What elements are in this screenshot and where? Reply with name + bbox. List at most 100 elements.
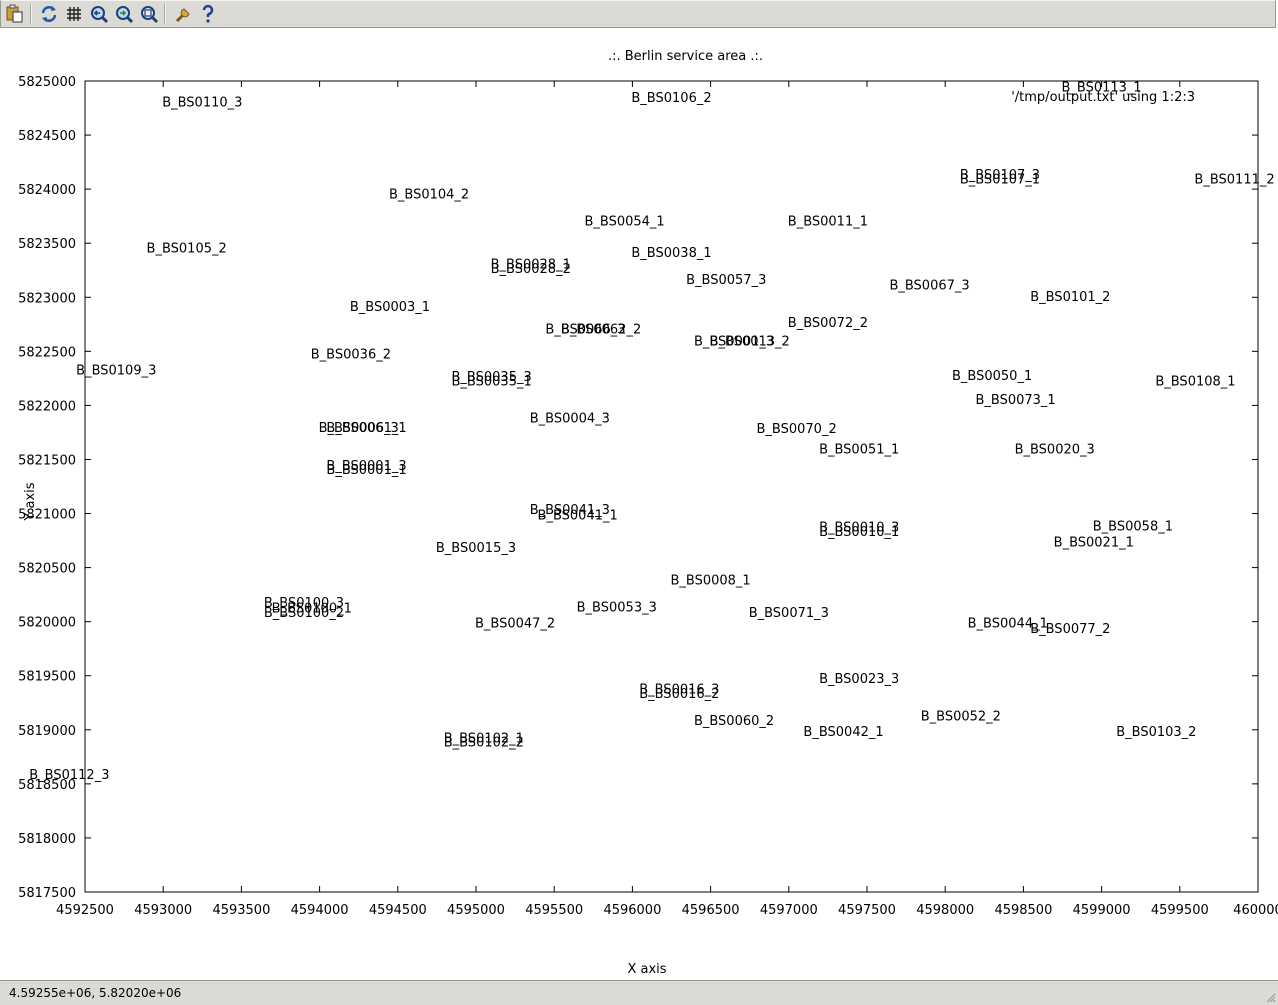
- point-label: B_BS0010_3: [819, 521, 899, 536]
- point-label: B_BS0111_2: [1194, 172, 1274, 187]
- point-label: B_BS0004_3: [530, 411, 610, 426]
- y-tick-label: 5821500: [18, 453, 76, 468]
- point-label: B_BS0041_1: [538, 509, 618, 524]
- zoom-next-button[interactable]: [113, 3, 135, 25]
- point-label: B_BS0035_1: [452, 375, 532, 390]
- help-icon: [202, 4, 214, 23]
- x-tick-label: 4592500: [56, 903, 114, 918]
- y-tick-label: 5824500: [18, 129, 76, 144]
- refresh-icon: [41, 6, 57, 22]
- point-label: B_BS0016_2: [639, 687, 719, 702]
- copy-button[interactable]: [4, 3, 26, 25]
- point-label: B_BS0072_2: [788, 316, 868, 331]
- point-label: B_BS0011_1: [788, 214, 868, 229]
- point-label: B_BS0023_3: [819, 672, 899, 687]
- point-label: B_BS0042_1: [803, 725, 883, 740]
- legend-entry: '/tmp/output.txt' using 1:2:3: [1011, 90, 1195, 105]
- y-tick-label: 5822500: [18, 345, 76, 360]
- point-label: B_BS0071_3: [749, 606, 829, 621]
- x-tick-label: 4598500: [994, 903, 1052, 918]
- zoom-next-icon: [116, 6, 134, 24]
- point-label: B_BS0020_3: [1015, 443, 1095, 458]
- point-label: B_BS0051_1: [819, 443, 899, 458]
- x-tick-label: 4597000: [760, 903, 818, 918]
- x-tick-label: 4593500: [212, 903, 270, 918]
- point-label: B_BS0107_3: [960, 168, 1040, 183]
- clipboard-copy-icon: [6, 4, 23, 23]
- point-label: B_BS0067_3: [889, 278, 969, 293]
- toolbar: [0, 0, 1276, 28]
- point-label: B_BS0109_3: [76, 364, 156, 379]
- help-button[interactable]: [197, 3, 219, 25]
- replot-button[interactable]: [38, 3, 60, 25]
- x-axis-label: X axis: [627, 962, 666, 977]
- point-label: B_BS0035_3: [452, 370, 532, 385]
- x-tick-label: 4593000: [134, 903, 192, 918]
- y-tick-label: 5819000: [18, 724, 76, 739]
- y-tick-label: 5824000: [18, 183, 76, 198]
- wrench-icon: [175, 8, 190, 23]
- point-label: B_BS0021_1: [1054, 536, 1134, 551]
- point-label: B_BS0008_1: [670, 573, 750, 588]
- resize-grip-icon[interactable]: [1264, 991, 1276, 1003]
- point-label: B_BS0006_3: [319, 421, 399, 436]
- x-tick-label: 4598000: [916, 903, 974, 918]
- x-tick-label: 4596500: [682, 903, 740, 918]
- grid-button[interactable]: [63, 3, 85, 25]
- grid-icon: [67, 7, 81, 21]
- point-label: B_BS0103_2: [1116, 725, 1196, 740]
- y-tick-label: 5818500: [18, 778, 76, 793]
- point-label: B_BS0107_1: [960, 172, 1040, 187]
- point-label: B_BS0062_2: [561, 323, 641, 338]
- point-label: B_BS0106_2: [631, 91, 711, 106]
- autoscale-icon: [141, 6, 159, 24]
- y-tick-label: 5820000: [18, 616, 76, 631]
- toolbar-separator: [30, 4, 31, 24]
- point-label: B_BS0010_1: [819, 525, 899, 540]
- point-label: B_BS0061_1: [326, 421, 406, 436]
- point-label: B_BS0108_1: [1155, 375, 1235, 390]
- point-label: B_BS0058_1: [1093, 519, 1173, 534]
- x-tick-label: 460000: [1233, 903, 1278, 918]
- point-label: B_BS0104_2: [389, 187, 469, 202]
- point-label: B_BS0110_3: [162, 96, 242, 111]
- point-label: B_BS0113_1: [1061, 80, 1141, 95]
- zoom-prev-button[interactable]: [88, 3, 110, 25]
- status-bar: 4.59255e+06, 5.82020e+06: [0, 980, 1278, 1005]
- point-label: B_BS0016_3: [639, 683, 719, 698]
- y-tick-label: 5819500: [18, 670, 76, 685]
- x-tick-label: 4597500: [838, 903, 896, 918]
- point-label: B_BS0015_3: [436, 541, 516, 556]
- point-label: B_BS0060_2: [694, 714, 774, 729]
- x-tick-label: 4594500: [369, 903, 427, 918]
- y-axis-label: Y axis: [23, 482, 38, 521]
- y-tick-label: 5825000: [18, 75, 76, 90]
- y-tick-label: 5822000: [18, 399, 76, 414]
- x-tick-label: 4595500: [525, 903, 583, 918]
- point-label: B_BS0028_1: [491, 258, 571, 273]
- point-label: B_BS0102_1: [444, 731, 524, 746]
- point-label: B_BS0028_2: [491, 262, 571, 277]
- autoscale-button[interactable]: [138, 3, 160, 25]
- point-label: B_BS0100_1: [272, 602, 352, 617]
- point-label: B_BS0057_3: [686, 273, 766, 288]
- point-label: B_BS0066_3: [545, 323, 625, 338]
- point-label: B_BS0102_2: [444, 736, 524, 751]
- point-label: B_BS0041_3: [530, 503, 610, 518]
- point-label: B_BS0036_2: [311, 347, 391, 362]
- x-tick-label: 4596000: [603, 903, 661, 918]
- point-label: B_BS0105_2: [147, 242, 227, 257]
- x-tick-label: 4599000: [1073, 903, 1131, 918]
- config-button[interactable]: [172, 3, 194, 25]
- point-label: B_BS0001_1: [326, 463, 406, 478]
- point-label: B_BS0047_2: [475, 617, 555, 632]
- plot-border: [84, 80, 1259, 893]
- point-label: B_BS0003_1: [350, 300, 430, 315]
- point-label: B_BS0112_3: [29, 768, 109, 783]
- y-tick-label: 5823000: [18, 291, 76, 306]
- x-tick-label: 4599500: [1151, 903, 1209, 918]
- point-label: B_BS0077_2: [1030, 622, 1110, 637]
- point-label: B_BS0038_1: [631, 246, 711, 261]
- point-label: B_BS0054_1: [584, 214, 664, 229]
